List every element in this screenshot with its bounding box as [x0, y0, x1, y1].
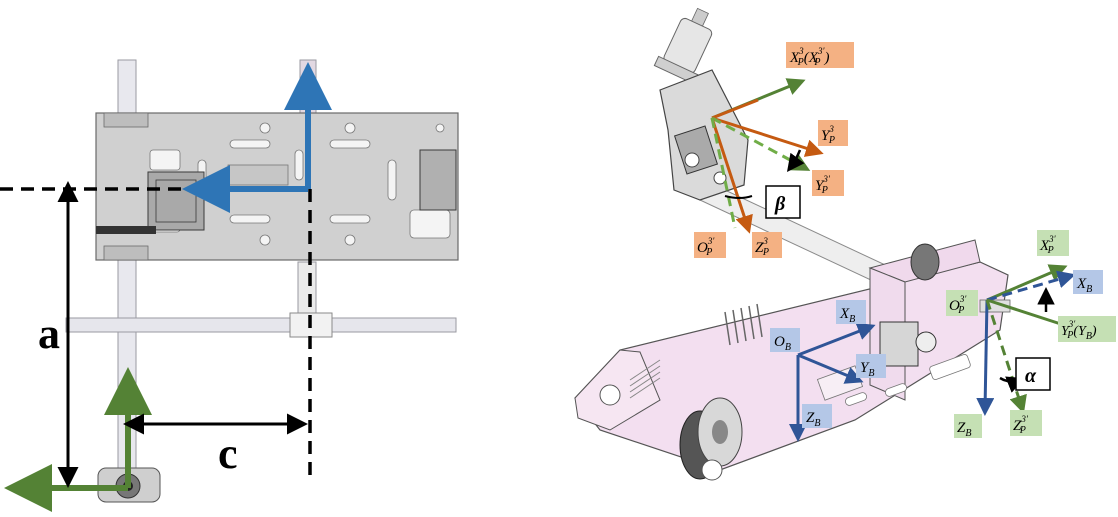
horizontal-rail [65, 317, 457, 333]
svg-text:Y3'P: Y3'P [815, 174, 831, 196]
yp3-axis [711, 116, 824, 157]
svg-text:OB: OB [774, 334, 791, 353]
bracket-top [103, 112, 149, 128]
servo-right [419, 149, 457, 211]
dimension-a-label: a [38, 309, 60, 358]
zb-right-axis [976, 299, 995, 416]
xp3-orange-line [711, 98, 759, 120]
label-yb-base: YB [856, 354, 886, 379]
label-zp3p-right: Z3'P [1010, 410, 1042, 436]
zp3p-top-axis [710, 117, 737, 229]
label-ob-base: OB [770, 328, 800, 353]
label-op3-right: O3'P [946, 290, 978, 316]
svg-text:XB: XB [839, 306, 855, 325]
beta-box: β [765, 185, 801, 219]
label-zb-base: ZB [802, 404, 832, 429]
beta-arc [787, 149, 805, 173]
label-yp3p: Y3'P [812, 170, 844, 196]
svg-text:ZB: ZB [957, 420, 971, 439]
xp3p-right-axis [986, 264, 1068, 302]
label-op3p-top: O3'P [694, 232, 726, 258]
svg-text:ZB: ZB [806, 410, 820, 429]
svg-text:O3'P: O3'P [949, 294, 967, 316]
alpha-label: α [1025, 365, 1037, 387]
label-xp3-green: X3'P [1037, 230, 1069, 256]
label-yp3-yb: Y3'P(YB) [1058, 316, 1116, 342]
plate-slots [149, 122, 451, 246]
svg-text:Z3P: Z3P [755, 236, 769, 258]
beta-arc-lower [724, 195, 753, 199]
svg-text:Y3'P(YB): Y3'P(YB) [1061, 319, 1097, 342]
svg-text:O3'P: O3'P [697, 236, 715, 258]
alpha-box: α [1015, 357, 1051, 391]
beta-label: β [774, 193, 786, 215]
bracket-bottom [103, 245, 149, 261]
svg-text:YB: YB [860, 360, 874, 379]
svg-text:XB: XB [1076, 276, 1092, 295]
pulley [910, 243, 940, 281]
xb-base-axis [797, 322, 876, 357]
left-top-view [0, 59, 459, 512]
zp3p-right-axis [985, 299, 1027, 414]
svg-text:X3P(X3'P): X3P(X3'P) [789, 46, 830, 68]
svg-text:Y3P: Y3P [821, 124, 835, 146]
gear-strip [96, 226, 156, 234]
dimension-c-label: c [218, 429, 238, 478]
label-xb-right: XB [1073, 270, 1103, 295]
top-motor [653, 7, 713, 86]
xb-right-axis [986, 270, 1076, 302]
svg-text:Z3'P: Z3'P [1013, 414, 1029, 436]
label-xb-base: XB [836, 300, 866, 325]
svg-text:X3'P: X3'P [1039, 234, 1057, 256]
yb-base-axis [797, 353, 864, 384]
zp3-axis [710, 117, 753, 234]
label-zb-right: ZB [954, 414, 982, 439]
yp3-right-axis [986, 298, 1071, 329]
